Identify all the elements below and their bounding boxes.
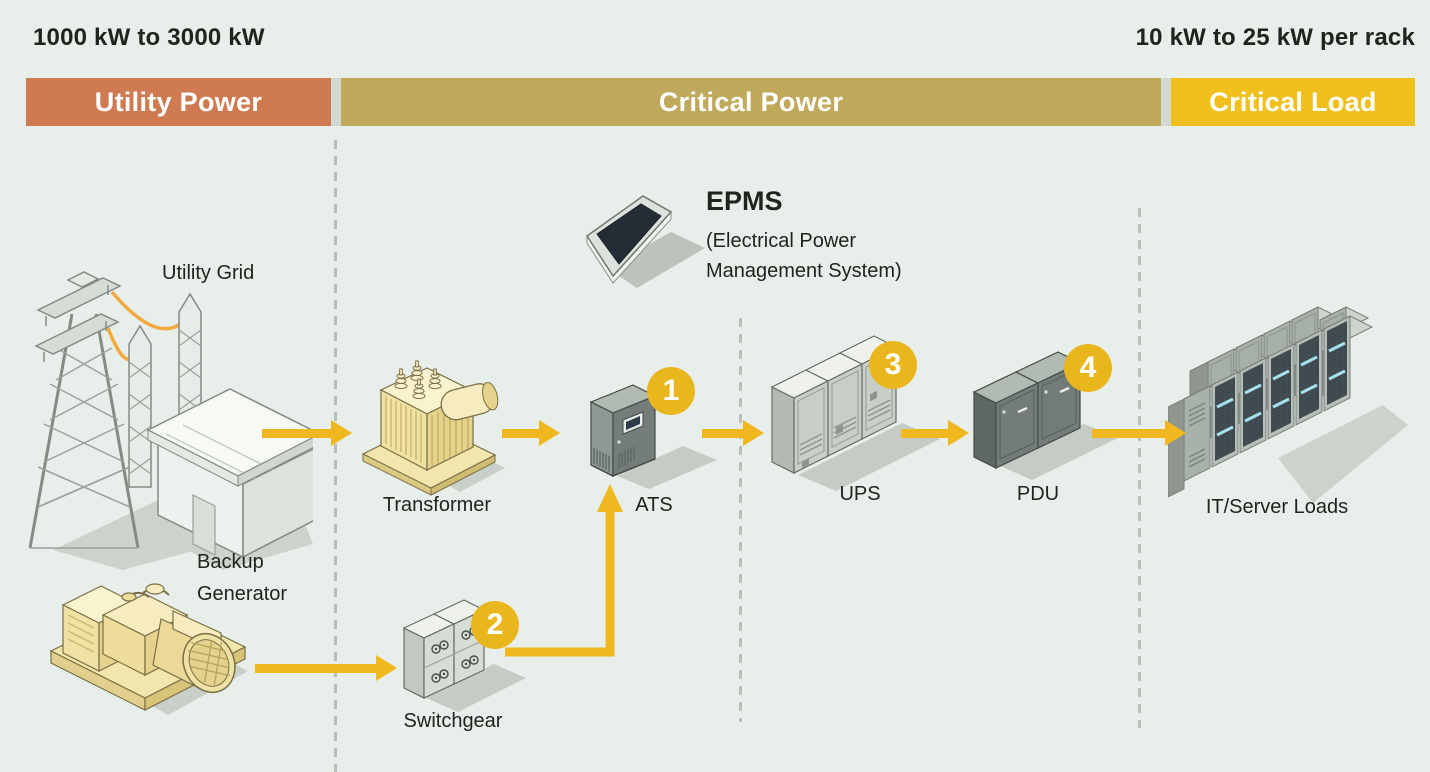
divider-mid-critical [739, 318, 742, 722]
step-circle-1: 1 [647, 367, 695, 415]
transformer-icon [361, 360, 505, 496]
epms-subtitle: (Electrical Power Management System) [706, 226, 902, 286]
backup-generator-label: Backup Generator [197, 551, 288, 605]
capacity-note-left: 1000 kW to 3000 kW [33, 24, 265, 51]
epms-monitor-icon [585, 195, 705, 288]
pdu-label: PDU [1016, 483, 1060, 505]
ups-label: UPS [839, 483, 881, 505]
step-circle-2: 2 [471, 601, 519, 649]
arrow-ats-to-ups [702, 420, 764, 446]
switchgear-label: Switchgear [403, 710, 503, 732]
divider-critical-load [1138, 208, 1141, 728]
arrow-generator-to-switchgear [255, 655, 397, 681]
ups-icon [770, 335, 940, 491]
arrow-ups-to-pdu [901, 420, 969, 446]
it-server-loads-icon [1168, 306, 1408, 503]
ats-label: ATS [635, 494, 673, 516]
epms-subtitle-line1: (Electrical Power [706, 230, 857, 252]
arrow-transformer-to-ats [502, 420, 560, 446]
it-server-loads-label: IT/Server Loads [1205, 496, 1349, 518]
utility-grid-icon [28, 271, 313, 570]
backup-generator-icon [49, 583, 248, 715]
utility-grid-label: Utility Grid [162, 262, 255, 284]
header-band-row: Utility Power Critical Power Critical Lo… [26, 78, 1415, 126]
band-critical-power: Critical Power [341, 78, 1161, 126]
arrow-utility-to-transformer [262, 420, 352, 446]
step-circle-3: 3 [869, 341, 917, 389]
arrow-pdu-to-servers [1092, 420, 1186, 446]
ats-icon [589, 384, 717, 489]
transformer-label: Transformer [382, 494, 492, 516]
band-utility-power: Utility Power [26, 78, 331, 126]
divider-utility-critical [334, 140, 337, 772]
epms-title: EPMS [706, 186, 783, 216]
step-circle-4: 4 [1064, 344, 1112, 392]
band-critical-load: Critical Load [1171, 78, 1415, 126]
arrow-switchgear-to-ats [505, 484, 623, 657]
capacity-note-right: 10 kW to 25 kW per rack [1135, 24, 1415, 51]
epms-subtitle-line2: Management System) [706, 260, 902, 282]
